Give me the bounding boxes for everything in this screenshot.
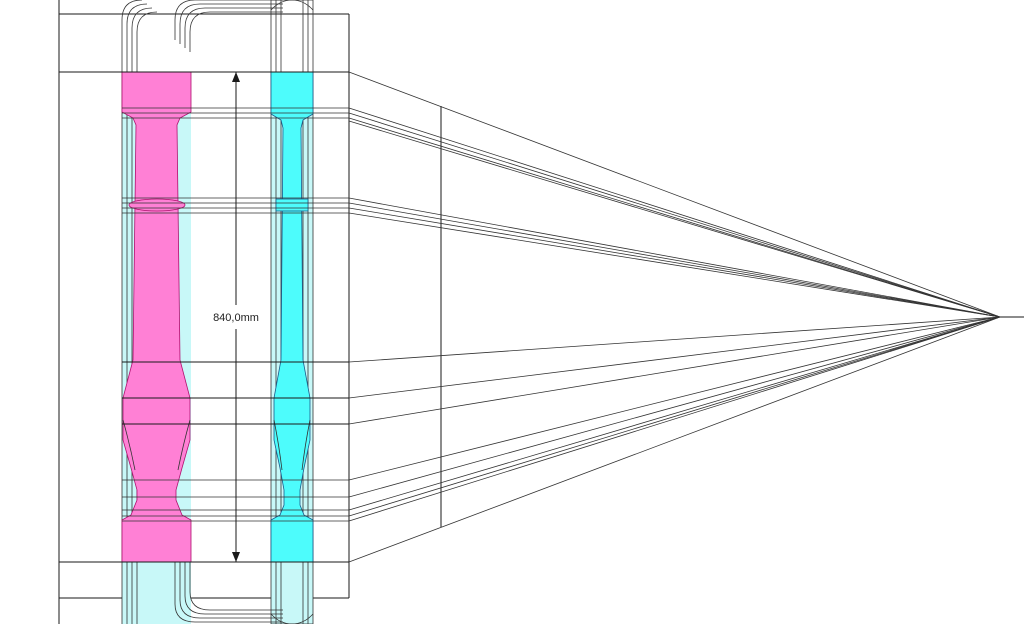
cyan-part-joint xyxy=(275,198,309,212)
dimension-label: 840,0mm xyxy=(213,312,259,324)
dimension-arrow-top xyxy=(232,72,240,82)
dimension-840: 840,0mm xyxy=(213,72,259,562)
outer-frame xyxy=(58,0,442,624)
ray-lines xyxy=(348,71,1024,563)
dimension-arrow-bottom xyxy=(232,552,240,562)
magenta-part-joint xyxy=(128,198,186,212)
